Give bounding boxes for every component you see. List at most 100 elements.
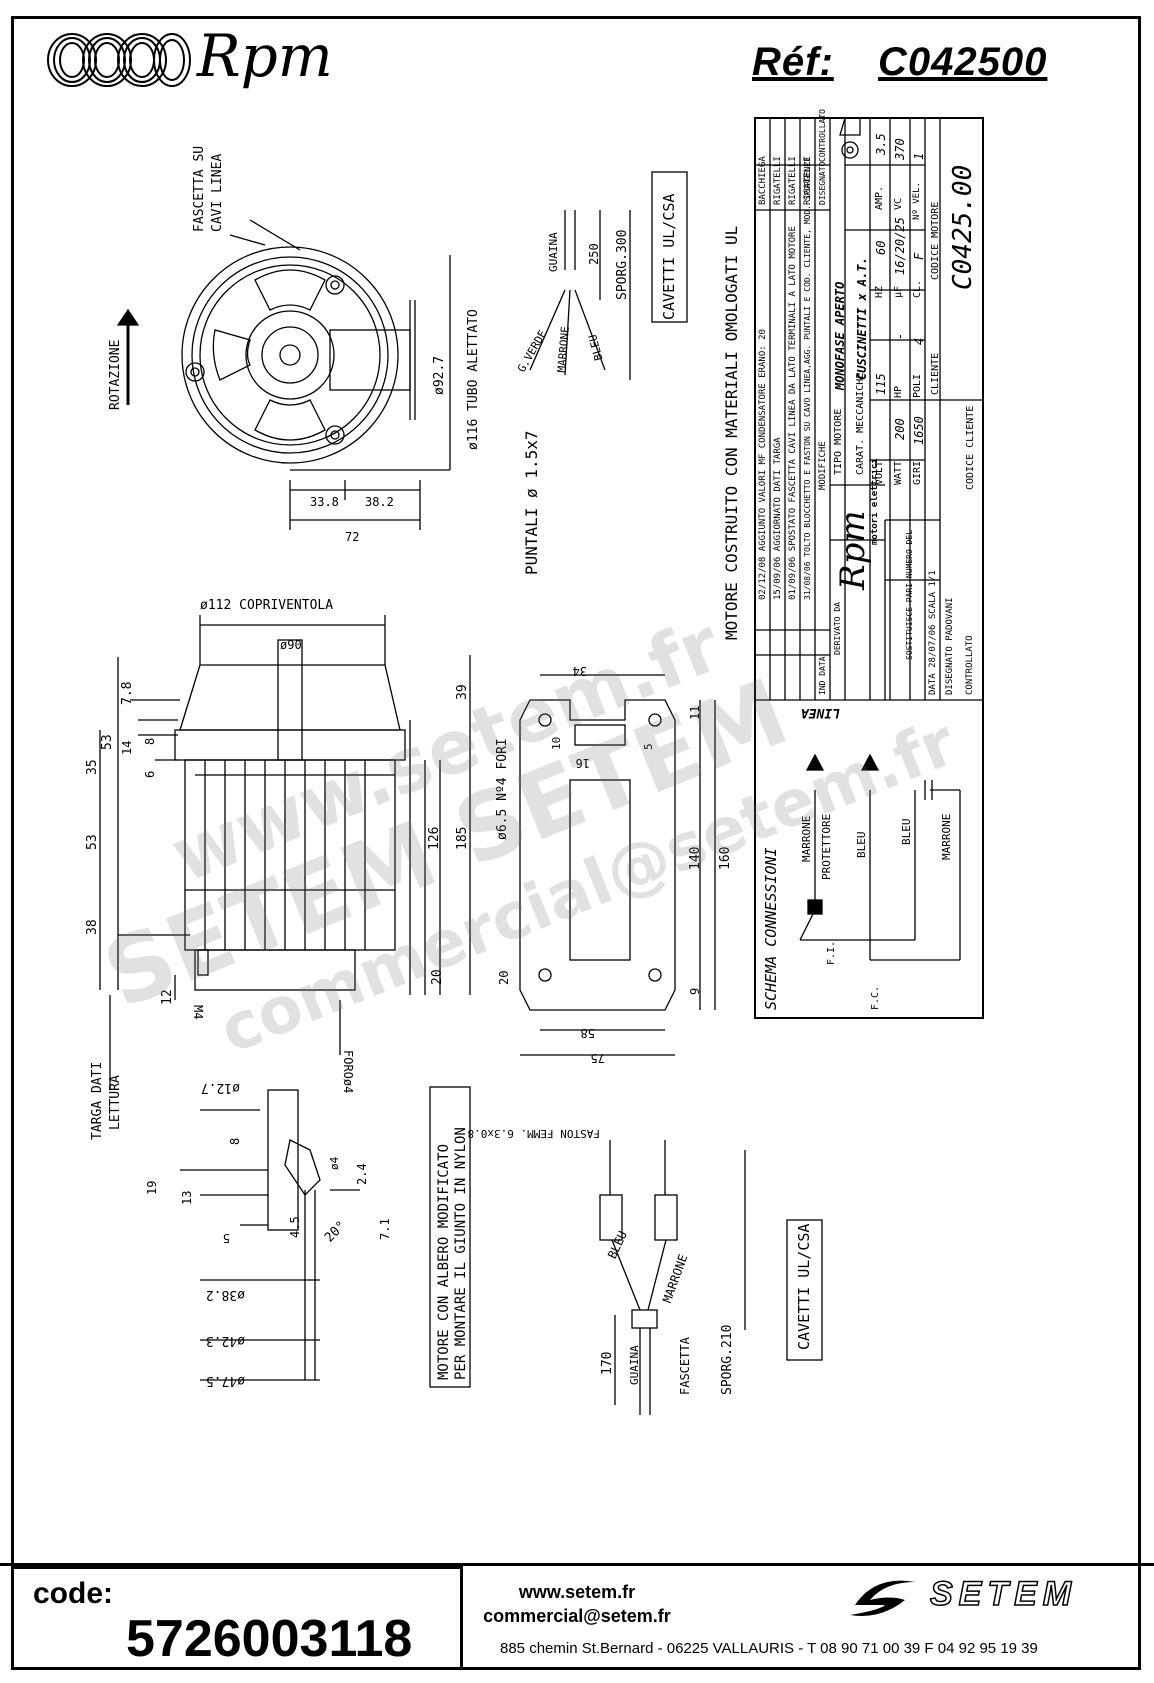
- dim-9: 9: [688, 987, 702, 995]
- dim-58: 58: [580, 1026, 595, 1040]
- cliente-label: CLIENTE: [930, 352, 941, 395]
- dim-47-5: ø47.5: [205, 1373, 245, 1388]
- codice-motore-label: CODICE MOTORE: [930, 201, 941, 280]
- dim-sporg-210: SPORG.210: [720, 1324, 735, 1395]
- note-albero-1: MOTORE CON ALBERO MODIFICATO: [436, 1143, 452, 1380]
- dim-53b: 53: [85, 834, 100, 850]
- header-ind: IND DATA: [818, 656, 827, 695]
- header-disegnato: DISEGNATO: [818, 161, 827, 205]
- rev-4-by: BACCHIEGA: [758, 156, 768, 205]
- dim-6: 6: [143, 770, 157, 778]
- dim-7-8: 7.8: [120, 681, 135, 705]
- note-faston: FASTON FEMM. 6.3x0.8: [467, 1127, 600, 1140]
- tipo-motore-value: MONOFASE APERTO: [833, 281, 847, 390]
- hp-label: HP: [893, 385, 904, 398]
- poli-label: POLI: [912, 373, 923, 398]
- cl-value: F: [912, 252, 926, 260]
- volt-label: VOLT: [874, 460, 885, 485]
- watt-value: 200: [893, 418, 907, 440]
- rev-3: 15/09/06 AGGIORNATO DATI TARGA: [773, 437, 783, 600]
- codice-motore-value: C0425.00: [948, 164, 978, 290]
- note-targa: TARGA DATI: [90, 1061, 105, 1140]
- note-cavetti-bottom: CAVETTI UL/CSA: [795, 1223, 813, 1350]
- rev-1-by: RIGATELLI: [803, 156, 813, 205]
- wiring-schema: [799, 753, 961, 961]
- hz-value: 60: [874, 240, 888, 255]
- dim-5-shaft: 5: [222, 1231, 230, 1245]
- giri-label: GIRI: [912, 460, 923, 485]
- schema-bleu1: BLEU: [855, 831, 868, 859]
- ref-label: Réf:: [752, 40, 834, 84]
- code-box: code: 5726003118: [11, 1566, 463, 1670]
- footer-divider: [0, 1563, 1154, 1566]
- carat-label: CARAT. MECCANICHE: [855, 372, 866, 475]
- motor-front-view: [181, 219, 416, 464]
- dim-sporg-300: SPORG.300: [615, 229, 630, 300]
- dim-33-8: 33.8: [310, 495, 339, 509]
- schema-marrone2: MARRONE: [940, 813, 953, 860]
- label-fascetta: FASCETTA: [678, 1337, 692, 1395]
- fc-label: F.C.: [870, 985, 881, 1010]
- amp-value: 3.5: [874, 133, 888, 155]
- vc-value: 370: [893, 138, 907, 160]
- brand-name: Rpm: [197, 22, 333, 90]
- watt-label: WATT: [893, 460, 904, 485]
- title-block: [754, 117, 984, 1019]
- note-puntali: PUNTALI ø 1.5x7: [522, 430, 541, 576]
- rev-2-by: RIGATELLI: [788, 156, 798, 205]
- rev-4: 02/12/08 AGGIUNTO VALORI MF CONDENSATORE…: [758, 329, 768, 600]
- hp-value: -: [893, 332, 907, 340]
- dim-42-3: ø42.3: [205, 1333, 245, 1348]
- note-lettura: LETTURA: [108, 1075, 123, 1130]
- dim-72: 72: [345, 530, 360, 544]
- nvel-value: 1: [912, 152, 926, 160]
- dim-90: ø90: [280, 638, 302, 652]
- dim-13: 13: [180, 1190, 194, 1205]
- rev-3-by: RIGATELLI: [773, 156, 783, 205]
- footer-address: 885 chemin St.Bernard - 06225 VALLAURIS …: [500, 1640, 1038, 1657]
- dim-53a: 53: [100, 734, 115, 750]
- codice-cliente-label: CODICE CLIENTE: [965, 405, 976, 490]
- carat-value: CUSCINETTI x A.T.: [855, 257, 869, 380]
- controllato-row: CONTROLLATO: [965, 635, 975, 695]
- setem-logo: SETEM: [929, 1574, 1078, 1614]
- sostituisce-label: SOSTITUISCE PARI NUMERO DEL: [905, 529, 914, 660]
- dim-8-shaft: 8: [228, 1137, 242, 1145]
- header-modifiche: MODIFICHE: [818, 441, 828, 490]
- fi-label: F.I.: [826, 940, 837, 965]
- volt-value: 115: [874, 373, 888, 395]
- schema-bleu2: BLEU: [900, 818, 913, 846]
- header-controllato: CONTROLLATO: [818, 109, 827, 162]
- code-value: 5726003118: [126, 1610, 413, 1668]
- dim-170: 170: [600, 1351, 615, 1375]
- nvel-label: Nº VEL.: [912, 182, 922, 220]
- code-label: code:: [33, 1577, 114, 1610]
- cl-label: CL.: [912, 279, 923, 298]
- rpm-logo: Rpm: [42, 22, 342, 90]
- disegnato-row: DISEGNATO PADOVANI: [945, 597, 955, 695]
- dim-14: 14: [120, 740, 134, 755]
- dim-tubo: ø116 TUBO ALETTATO: [466, 309, 481, 450]
- dim-foro: FOROø4: [341, 1050, 355, 1094]
- footer-website[interactable]: www.setem.fr: [518, 1582, 636, 1602]
- note-cavetti-top: CAVETTI UL/CSA: [660, 193, 678, 320]
- note-cavi-linea: CAVI LINEA: [210, 153, 225, 232]
- dim-92: ø92.7: [432, 355, 447, 395]
- coil-logo-icon: [47, 33, 191, 87]
- dim-75: 75: [590, 1051, 605, 1065]
- dim-38-2-shaft: ø38.2: [205, 1287, 245, 1302]
- dim-12-7: ø12.7: [200, 1080, 240, 1095]
- dim-2-4: 2.4: [355, 1163, 369, 1185]
- uf-label: µF: [893, 285, 904, 298]
- rev-2: 01/09/06 SPOSTATO FASCETTA CAVI LINEA DA…: [788, 226, 798, 600]
- dim-m4: M4: [191, 1005, 205, 1020]
- dim-250: 250: [587, 243, 601, 265]
- note-albero-2: PER MONTARE IL GIUNTO IN NYLON: [453, 1127, 469, 1380]
- linea-label: LINEA: [800, 705, 840, 720]
- ref-value: C042500: [878, 40, 1048, 84]
- footer-email[interactable]: commercial@setem.fr: [483, 1606, 671, 1626]
- label-guaina-bottom: GUAINA: [628, 1345, 641, 1385]
- dim-20-plate: 20: [497, 970, 511, 985]
- dim-38-2: 38.2: [365, 495, 394, 509]
- page-frame: [11, 16, 1141, 1670]
